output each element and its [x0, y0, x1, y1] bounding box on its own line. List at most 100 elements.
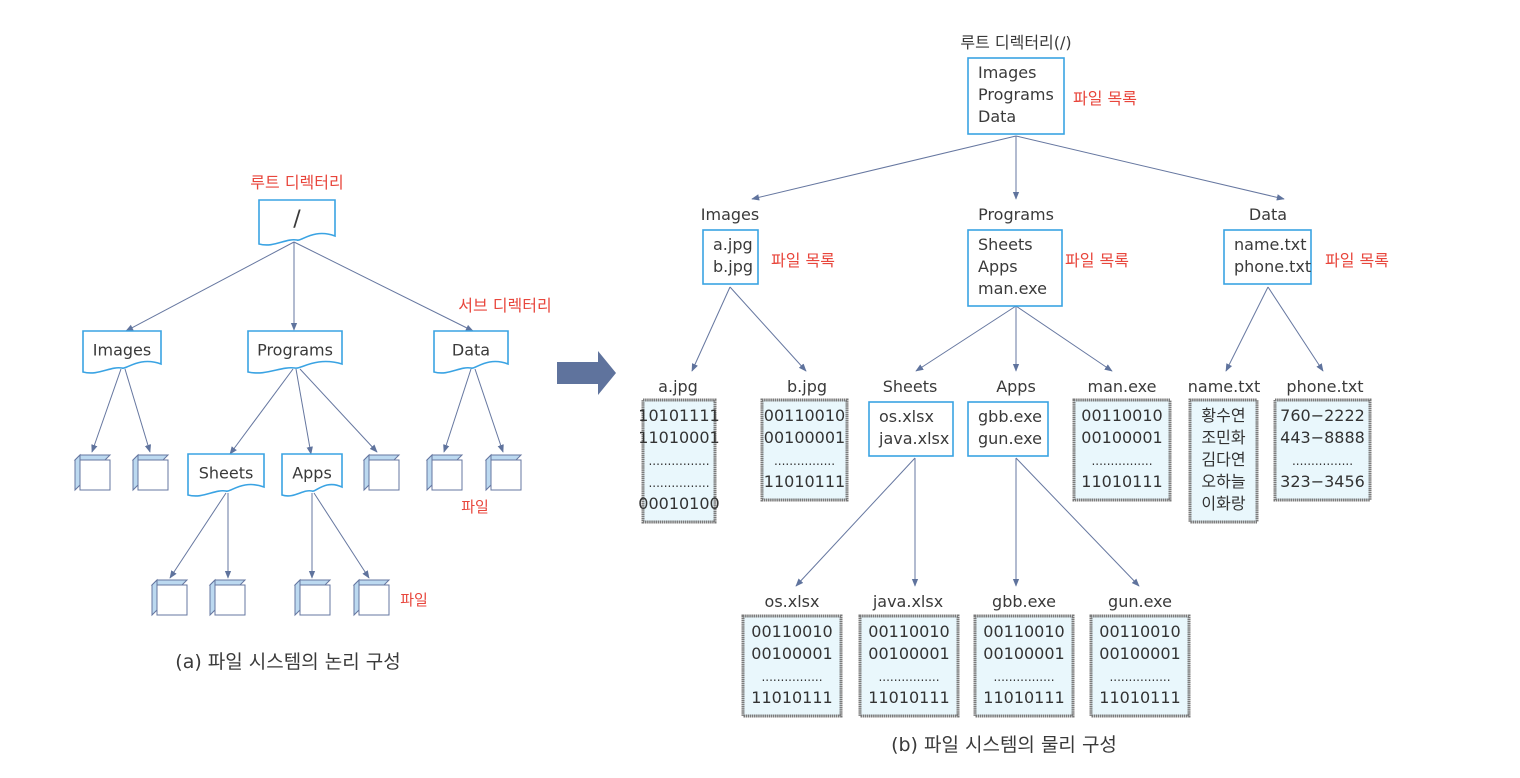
physical-edges	[691, 135, 1324, 587]
file-cube-icon[interactable]	[425, 453, 464, 492]
directory-entry: java.xlsx	[878, 429, 949, 448]
edge-data-file1	[443, 368, 472, 453]
directory-name: /	[293, 207, 301, 232]
logical-dir-data[interactable]: Data	[433, 330, 509, 374]
directory-entry: os.xlsx	[879, 407, 934, 426]
directory-entry: a.jpg	[713, 235, 753, 254]
directory-entry: gun.exe	[978, 429, 1042, 448]
directory-entries-apps[interactable]: gbb.exe gun.exe	[967, 401, 1049, 457]
data-line: 11010111	[1099, 688, 1180, 707]
file-list-annotation-programs: 파일 목록	[1065, 251, 1129, 270]
ellipsis-line: ................	[648, 454, 709, 468]
file-cube-icon[interactable]	[484, 453, 523, 492]
edge-programs-file	[299, 368, 378, 453]
file-title-b-jpg: b.jpg	[787, 377, 827, 396]
file-cube-icon[interactable]	[362, 453, 401, 492]
file-title-man-exe: man.exe	[1088, 377, 1157, 396]
right-arrow-icon	[557, 351, 616, 395]
edge-root-images	[125, 241, 295, 332]
directory-entry: Apps	[978, 257, 1018, 276]
edge-root-data	[293, 241, 474, 332]
edge-apps-file2	[313, 492, 370, 579]
data-line: 323−3456	[1280, 472, 1365, 491]
file-cube-icon[interactable]	[131, 453, 170, 492]
data-line: 11010111	[868, 688, 949, 707]
logical-dir-images[interactable]: Images	[82, 330, 162, 374]
edge-images-file1	[91, 368, 122, 453]
file-cube-icon[interactable]	[150, 578, 189, 617]
file-cube-icon[interactable]	[293, 578, 332, 617]
data-line: 443−8888	[1280, 428, 1365, 447]
directory-entry: b.jpg	[713, 257, 753, 276]
data-line: 00100001	[1081, 428, 1162, 447]
logical-dir-apps[interactable]: Apps	[281, 453, 343, 497]
edge-programs-man-exe	[1015, 305, 1113, 372]
file-title-gbb-exe: gbb.exe	[992, 592, 1056, 611]
directory-entry: Data	[978, 107, 1016, 126]
data-line: 00110010	[764, 406, 845, 425]
ellipsis-line: ................	[878, 670, 939, 684]
file-content-gun-exe[interactable]: 00110010 00100001................ 11010111	[1089, 614, 1191, 718]
subdirectory-annotation: 서브 디렉터리	[458, 296, 551, 315]
ellipsis-line: ................	[1109, 670, 1170, 684]
edge-images-a-jpg	[691, 286, 731, 372]
edge-apps-gun-exe	[1015, 457, 1140, 587]
directory-title-images: Images	[701, 205, 759, 224]
directory-title-data: Data	[1249, 205, 1287, 224]
directory-entry: phone.txt	[1234, 257, 1311, 276]
file-title-name-txt: name.txt	[1188, 377, 1260, 396]
root-directory-annotation: 루트 디렉터리	[250, 173, 343, 192]
edge-programs-sheets	[915, 305, 1017, 372]
data-line: 760−2222	[1280, 406, 1365, 425]
directory-name: Sheets	[199, 464, 254, 483]
directory-entry: gbb.exe	[978, 407, 1042, 426]
file-cube-icon[interactable]	[208, 578, 247, 617]
logical-dir-sheets[interactable]: Sheets	[187, 453, 265, 497]
edge-root-data	[1015, 135, 1285, 201]
directory-name: Programs	[257, 341, 333, 360]
directory-entry: Sheets	[978, 235, 1033, 254]
data-line: 00110010	[1099, 622, 1180, 641]
edge-data-phone-txt	[1267, 286, 1324, 372]
file-title-java-xlsx: java.xlsx	[872, 592, 943, 611]
file-content-a-jpg[interactable]: 1010111111010001........................…	[638, 398, 720, 524]
data-line: 11010111	[983, 688, 1064, 707]
root-directory-title: 루트 디렉터리(/)	[960, 33, 1071, 52]
file-title-gun-exe: gun.exe	[1108, 592, 1172, 611]
data-line: 00100001	[1099, 644, 1180, 663]
logical-root-directory[interactable]: /	[258, 199, 336, 246]
file-title-phone-txt: phone.txt	[1286, 377, 1363, 396]
file-list-annotation-data: 파일 목록	[1325, 251, 1389, 270]
file-cube-icon[interactable]	[352, 578, 391, 617]
directory-entries-images[interactable]: a.jpg b.jpg	[702, 229, 759, 285]
directory-entry: man.exe	[978, 279, 1047, 298]
logical-caption: (a) 파일 시스템의 논리 구성	[175, 651, 400, 673]
data-line: 11010111	[764, 472, 845, 491]
edge-programs-sheets	[229, 368, 294, 455]
directory-entry: Programs	[978, 85, 1054, 104]
logical-dir-programs[interactable]: Programs	[247, 330, 343, 374]
directory-entries-sheets[interactable]: os.xlsx java.xlsx	[868, 401, 954, 457]
directory-title-apps: Apps	[996, 377, 1036, 396]
file-title-os-xlsx: os.xlsx	[765, 592, 820, 611]
file-list-annotation-images: 파일 목록	[771, 251, 835, 270]
edge-programs-apps	[295, 368, 313, 455]
data-line: 00100001	[764, 428, 845, 447]
file-cube-icon[interactable]	[73, 453, 112, 492]
data-line: 김다연	[1201, 450, 1245, 469]
